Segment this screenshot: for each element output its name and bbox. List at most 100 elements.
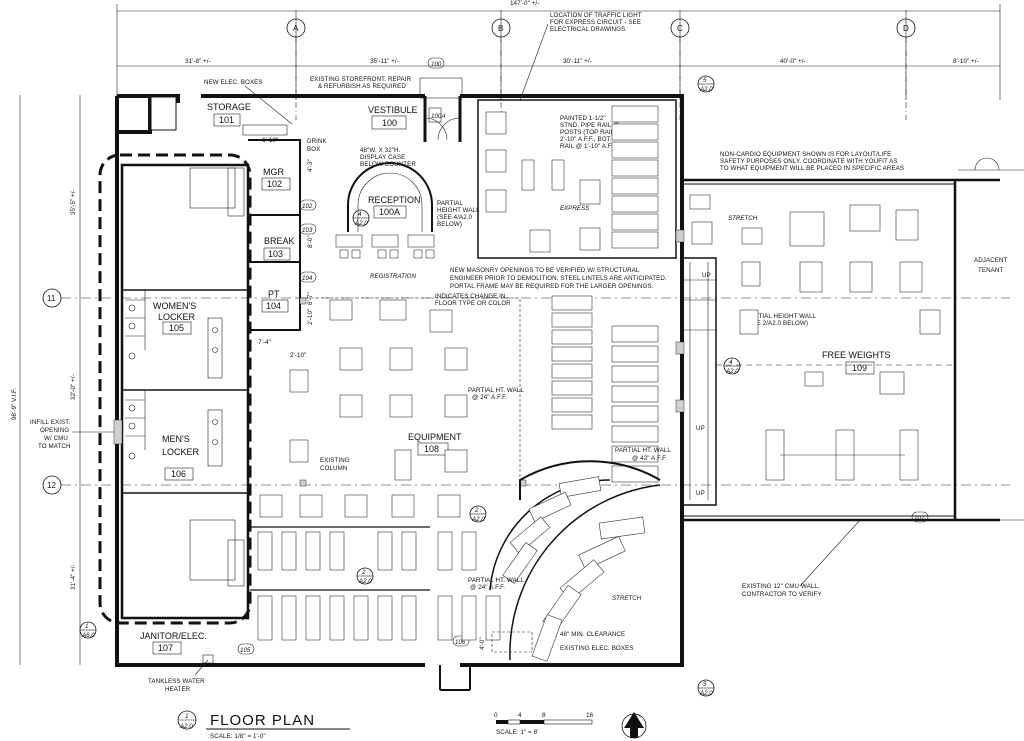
note-partial-line4: BELOW) [437,221,462,228]
equipment-treadmills [551,295,659,483]
svg-text:D: D [903,24,909,33]
svg-text:11: 11 [47,294,56,303]
dim-3: 30'-11" +/- [563,58,592,65]
note-elec-boxes-2: EXISTING ELEC. BOXES [560,645,634,652]
office-block: DRINK BOX MGR 102 BREAK 103 PT 104 6'-10… [248,137,327,359]
equipment-area: INDICATES CHANGE IN FLOOR TYPE OR COLOR … [250,293,661,662]
dim-13: 4'-0" [479,637,486,650]
locker-zone: WOMEN'S LOCKER 105 MEN'S LOCKER 106 [98,153,252,625]
title-callout-num: 1 [185,713,188,720]
dim-10: 7'-4" [258,339,271,346]
reception-desks [335,234,435,259]
label-registration: REGISTRATION [370,273,416,280]
svg-text:5: 5 [703,681,707,688]
note-column-line2: COLUMN [320,465,347,472]
note-partial42-line2: @ 42" A.F.F. [632,455,667,462]
svg-text:16: 16 [586,712,594,719]
note-storefront-line2: & REFURBISH AS REQUIRED [318,83,406,90]
room-womens-name: WOMEN'S [153,301,196,311]
callout-2-b: 2A2.0 [356,567,374,585]
note-floor-change-line2: FLOOR TYPE OR COLOR [435,300,511,307]
note-traffic-line3: ELECTRICAL DRAWINGS [550,26,625,33]
dim-4: 40'-0" +/- [780,58,806,65]
svg-text:8: 8 [542,712,546,719]
svg-text:C: C [677,24,683,33]
title-block: 1 A2.0 FLOOR PLAN SCALE: 1/8" = 1'-0" 0 … [177,710,647,740]
svg-text:100: 100 [431,61,442,68]
svg-text:2: 2 [474,507,479,514]
svg-text:102: 102 [302,203,313,210]
note-pipe-line4: 2'-10" A.F.F., BOT. [560,136,612,143]
note-partial24b-line2: @ 24" A.F.F. [470,584,505,591]
note-new-elec-boxes: NEW ELEC. BOXES [204,79,263,86]
note-cmu-line2: CONTRACTOR TO VERIFY [742,591,822,598]
door-tags: 100 102 103 104 105 106 107 [237,57,929,655]
dim-1: 31'-8" +/- [185,58,211,65]
svg-text:4: 4 [729,359,733,366]
free-weight-machines [689,194,941,481]
section-callouts: 5A2.0 5A2.0 4A2.0 4A2.0 2A2.0 2A2.0 1A6.… [79,75,741,697]
svg-text:106: 106 [455,639,466,646]
left-dimensions: 35'-5" +/- 32'-0" +/- 31'-4" +/- 98'-9" … [11,95,81,665]
room-mgr-name: MGR [263,167,284,177]
note-clearance: 48" MIN. CLEARANCE [560,631,625,638]
room-mens-num: 106 [171,469,186,479]
svg-text:4: 4 [518,712,522,719]
svg-text:107: 107 [914,515,925,522]
note-drink-box-line2: BOX [307,146,320,153]
callout-4-express: 4A2.0 [352,209,370,227]
note-display-line3: BELOW COUNTER [360,161,416,168]
note-display-line2: DISPLAY CASE [360,154,405,161]
door-tag-105: 105 [237,643,255,655]
note-partial42-line1: PARTIAL HT. WALL [615,447,671,454]
door-tag-102: 102 [299,199,317,211]
callout-4-freeweights: 4A2.0 [723,357,741,375]
note-traffic-line1: LOCATION OF TRAFFIC LIGHT [550,12,642,19]
infill-note: INFILL EXIST. OPENING W/ CMU TO MATCH [30,419,123,450]
room-storage-name: STORAGE [207,102,251,112]
room-pt-name: PT [268,289,280,299]
door-tag-100: 100 [427,57,445,69]
janitor-room: JANITOR/ELEC. 107 TANKLESS WATER HEATER [140,631,471,693]
note-pipe-line1: PAINTED 1-1/2" [560,115,606,122]
room-equipment-num: 108 [424,444,439,454]
note-display-line1: 48"W. X 32"H. [360,147,401,154]
note-traffic-line2: FOR EXPRESS CIRCUIT - SEE [550,19,641,26]
room-storage-num: 101 [219,115,234,125]
dim-12: 8'-7" [307,292,314,305]
svg-text:5: 5 [703,77,707,84]
door-tag-107: 107 [911,511,929,523]
room-janitor-name: JANITOR/ELEC. [140,631,207,641]
svg-text:2: 2 [361,569,366,576]
dim-overall-vertical: 98'-9" V.I.F. [11,388,18,420]
room-equipment-name: EQUIPMENT [408,432,462,442]
label-express: EXPRESS [560,205,590,212]
ramp-area: UP UP UP PARTIAL HT. WALL @ 42" A.F.F. [615,229,717,506]
door-tag-104: 104 [299,271,317,283]
dim-7: 4'-3" [307,159,314,172]
dim-6: 6'-10" [262,137,278,144]
masonry-note: NEW MASONRY OPENINGS TO BE VERIFIED W/ S… [450,267,667,290]
dim-2: 35'-11" +/- [370,58,399,65]
vestibule: 100A VESTIBULE 100 [368,77,463,142]
label-stretch-1: STRETCH [728,215,758,222]
curved-cardio: STRETCH [489,460,661,662]
note-noncardio-line1: NON-CARDIO EQUIPMENT SHOWN IS FOR LAYOUT… [720,151,891,158]
note-partial-right-line1: PARTIAL HEIGHT WALL [746,313,817,320]
bar-scale: 0 4 8 16 SCALE: 1" = 8' [494,712,594,736]
strength-machines [259,297,527,518]
note-infill-line1: INFILL EXIST. [30,419,70,426]
note-masonry-line3: PORTAL FRAME MAY BE REQUIRED FOR THE LAR… [450,283,654,290]
svg-text:A: A [293,24,299,33]
note-masonry-line2: ENGINEER PRIOR TO DEMOLITION. STEEL LINT… [450,275,667,282]
svg-text:105: 105 [240,647,251,654]
title-callout-sheet: A2.0 [179,723,193,730]
callout-5-bottom: 5A2.0 [697,679,715,697]
svg-text:12: 12 [47,481,56,490]
overall-dimension: 147'-0" +/- [510,0,539,7]
grid-bubble-12: 12 [42,475,62,495]
express-machines [485,111,601,253]
reception: RECEPTION 100A REGISTRATION 48"W. X 32"H… [335,147,480,280]
stair-label-up-1: UP [702,272,711,279]
note-masonry-line1: NEW MASONRY OPENINGS TO BE VERIFIED W/ S… [450,267,640,274]
